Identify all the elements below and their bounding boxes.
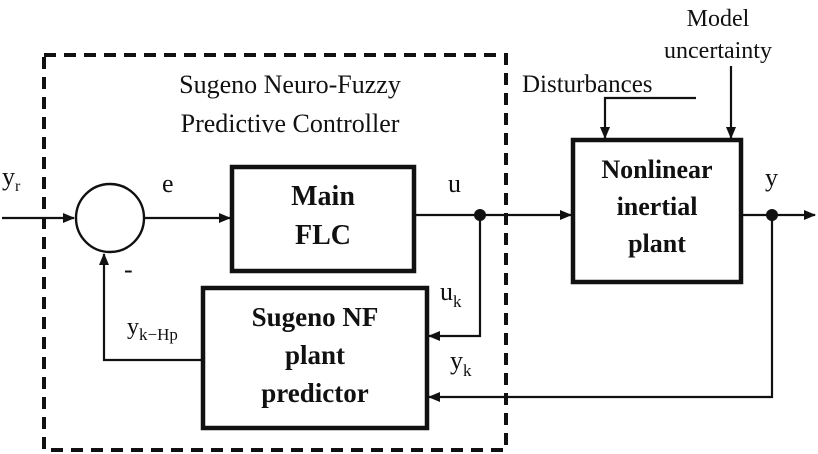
plant-label-line1: Nonlinear: [601, 155, 712, 184]
output-label: y: [765, 163, 778, 192]
disturbances-label: Disturbances: [522, 71, 653, 98]
plant-label-line2: inertial: [617, 192, 698, 221]
main-flc-label-line2: FLC: [295, 220, 351, 251]
reference-label: yr: [2, 162, 21, 195]
disturbance-line: [600, 96, 696, 139]
plant-block: [570, 137, 744, 285]
model-uncertainty-label-line2: uncertainty: [664, 38, 772, 64]
output-k-label: yk: [450, 346, 472, 380]
predictor-label-line1: Sugeno NF: [252, 302, 379, 332]
output-feedback-line: [428, 215, 774, 402]
control-k-label: uk: [440, 277, 462, 311]
control-branch-dot: [474, 209, 486, 221]
controller-title-line1: Sugeno Neuro-Fuzzy: [179, 70, 401, 99]
main-flc-block: [229, 164, 417, 274]
predictor-label-line2: plant: [285, 340, 345, 370]
predictor-label-line3: predictor: [261, 378, 368, 408]
control-label: u: [448, 169, 461, 198]
summing-junction: [74, 182, 146, 254]
output-branch-dot: [766, 209, 778, 221]
minus-sign: -: [124, 255, 133, 284]
control-feedback-line: [428, 215, 482, 341]
predictor-block: [200, 285, 430, 431]
plant-label-line3: plant: [628, 229, 686, 258]
main-flc-label-line1: Main: [291, 181, 355, 212]
prediction-feedback-line: [99, 253, 203, 362]
controller-boundary: [42, 53, 508, 452]
model-uncertainty-label-line1: Model: [687, 6, 750, 32]
controller-title-line2: Predictive Controller: [181, 109, 400, 138]
predicted-output-label: yk−Hp: [127, 314, 178, 344]
error-label: e: [162, 169, 174, 198]
